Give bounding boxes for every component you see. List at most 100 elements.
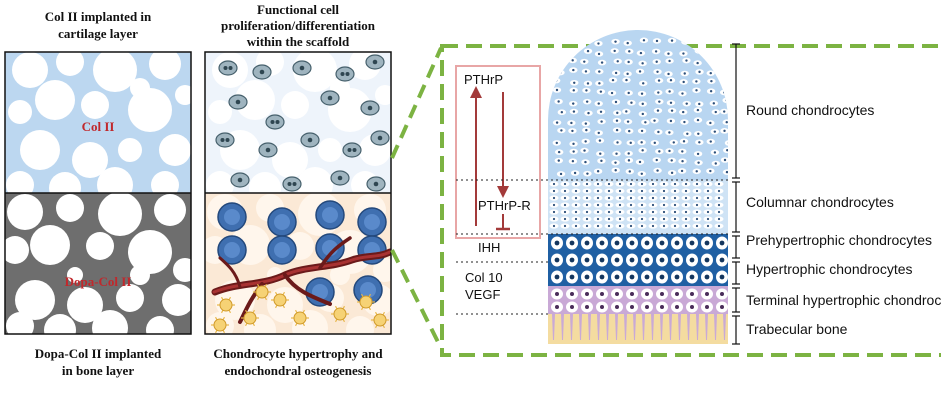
nucleus <box>706 217 710 221</box>
nucleus <box>658 150 661 153</box>
nucleus <box>596 203 600 207</box>
nucleus <box>713 130 717 133</box>
round-chondrocyte <box>719 89 728 96</box>
nucleus <box>662 203 666 207</box>
nucleus <box>660 292 664 296</box>
col2-label: Col II <box>82 119 115 134</box>
nucleus <box>583 60 586 63</box>
round-chondrocyte <box>720 38 728 45</box>
nucleus <box>555 141 559 145</box>
nucleus <box>287 182 292 186</box>
nucleus <box>723 40 726 43</box>
nucleus <box>640 92 644 95</box>
faint-pore <box>373 258 391 282</box>
nucleus <box>640 196 644 200</box>
nucleus <box>610 91 614 95</box>
nucleus <box>599 110 603 113</box>
nucleus <box>704 274 710 280</box>
middle-top-caption-line1: Functional cell <box>257 2 339 17</box>
nucleus <box>554 79 558 82</box>
zone-label-columnar: Columnar chondrocytes <box>746 194 894 210</box>
nucleus <box>574 210 578 214</box>
nucleus <box>662 182 666 186</box>
nucleus <box>597 102 600 105</box>
nucleus <box>614 257 620 263</box>
round-chondrocyte <box>694 48 704 54</box>
nucleus <box>299 65 305 71</box>
nucleus <box>584 140 587 143</box>
zone-labels: Round chondrocytes Columnar chondrocytes… <box>746 102 941 337</box>
osteogenic-cell <box>255 285 269 299</box>
scaffold-pores-top <box>6 52 191 193</box>
nucleus <box>607 203 611 207</box>
trabeculae <box>552 314 726 340</box>
nucleus <box>656 109 660 112</box>
nucleus <box>644 240 650 246</box>
nucleus <box>626 72 629 76</box>
col2-scaffold-top: Col II <box>5 52 191 193</box>
nucleus <box>629 274 635 280</box>
nucleus <box>572 68 575 72</box>
pore <box>154 194 186 226</box>
nucleus <box>563 182 567 186</box>
nucleus <box>684 210 688 214</box>
nucleus <box>555 59 559 63</box>
nucleus <box>573 81 576 84</box>
nucleus <box>629 189 633 193</box>
pore <box>30 225 70 265</box>
cell-interior <box>224 209 240 225</box>
nucleus <box>340 72 345 76</box>
hypertrophic-chondrocytes <box>217 200 387 307</box>
nucleus <box>639 51 643 55</box>
round-chondrocyte <box>681 39 690 45</box>
nucleus <box>552 217 556 221</box>
nucleus <box>596 170 600 173</box>
faint-pore <box>330 265 350 285</box>
nucleus <box>220 138 225 142</box>
nucleus <box>557 159 560 162</box>
trabecula <box>624 314 627 340</box>
nucleus <box>586 49 590 53</box>
nucleus <box>557 100 560 103</box>
nucleus <box>684 40 687 44</box>
nucleus <box>347 148 352 152</box>
nucleus <box>615 128 619 132</box>
nucleus <box>709 90 713 93</box>
osteogenic-cell <box>293 311 307 325</box>
nucleus <box>585 196 589 200</box>
faint-pore <box>235 80 275 120</box>
nucleus <box>600 61 604 64</box>
pore <box>56 52 84 76</box>
nucleus <box>560 129 563 132</box>
nucleus <box>717 182 721 186</box>
nucleus <box>669 119 673 123</box>
nucleus <box>596 189 600 193</box>
zone-label-terminal: Terminal hypertrophic chondrocytes <box>746 292 941 308</box>
nucleus <box>651 210 655 214</box>
nucleus <box>573 171 577 175</box>
nucleus <box>709 121 712 125</box>
nucleus <box>615 292 619 296</box>
nucleus <box>560 111 564 114</box>
trabecula <box>669 314 672 340</box>
zone-brackets <box>732 43 740 345</box>
nucleus <box>641 62 644 65</box>
pore <box>162 284 191 316</box>
nucleus <box>614 161 617 164</box>
nucleus <box>684 224 688 228</box>
pore <box>72 142 108 178</box>
nucleus <box>600 159 603 163</box>
nucleus <box>712 102 716 105</box>
nucleus <box>645 305 649 309</box>
chondrocyte <box>215 132 235 148</box>
signaling-box <box>455 65 541 239</box>
nucleus <box>275 120 280 124</box>
nucleus <box>685 102 688 105</box>
zone-dotted-lines <box>456 179 728 315</box>
nucleus <box>618 210 622 214</box>
nucleus <box>673 196 677 200</box>
dopa-col2-scaffold-bottom: Dopa-Col II <box>5 193 191 334</box>
nucleus <box>668 59 671 63</box>
nucleus <box>614 240 620 246</box>
middle-top-caption-line2: proliferation/differentiation <box>221 18 376 33</box>
